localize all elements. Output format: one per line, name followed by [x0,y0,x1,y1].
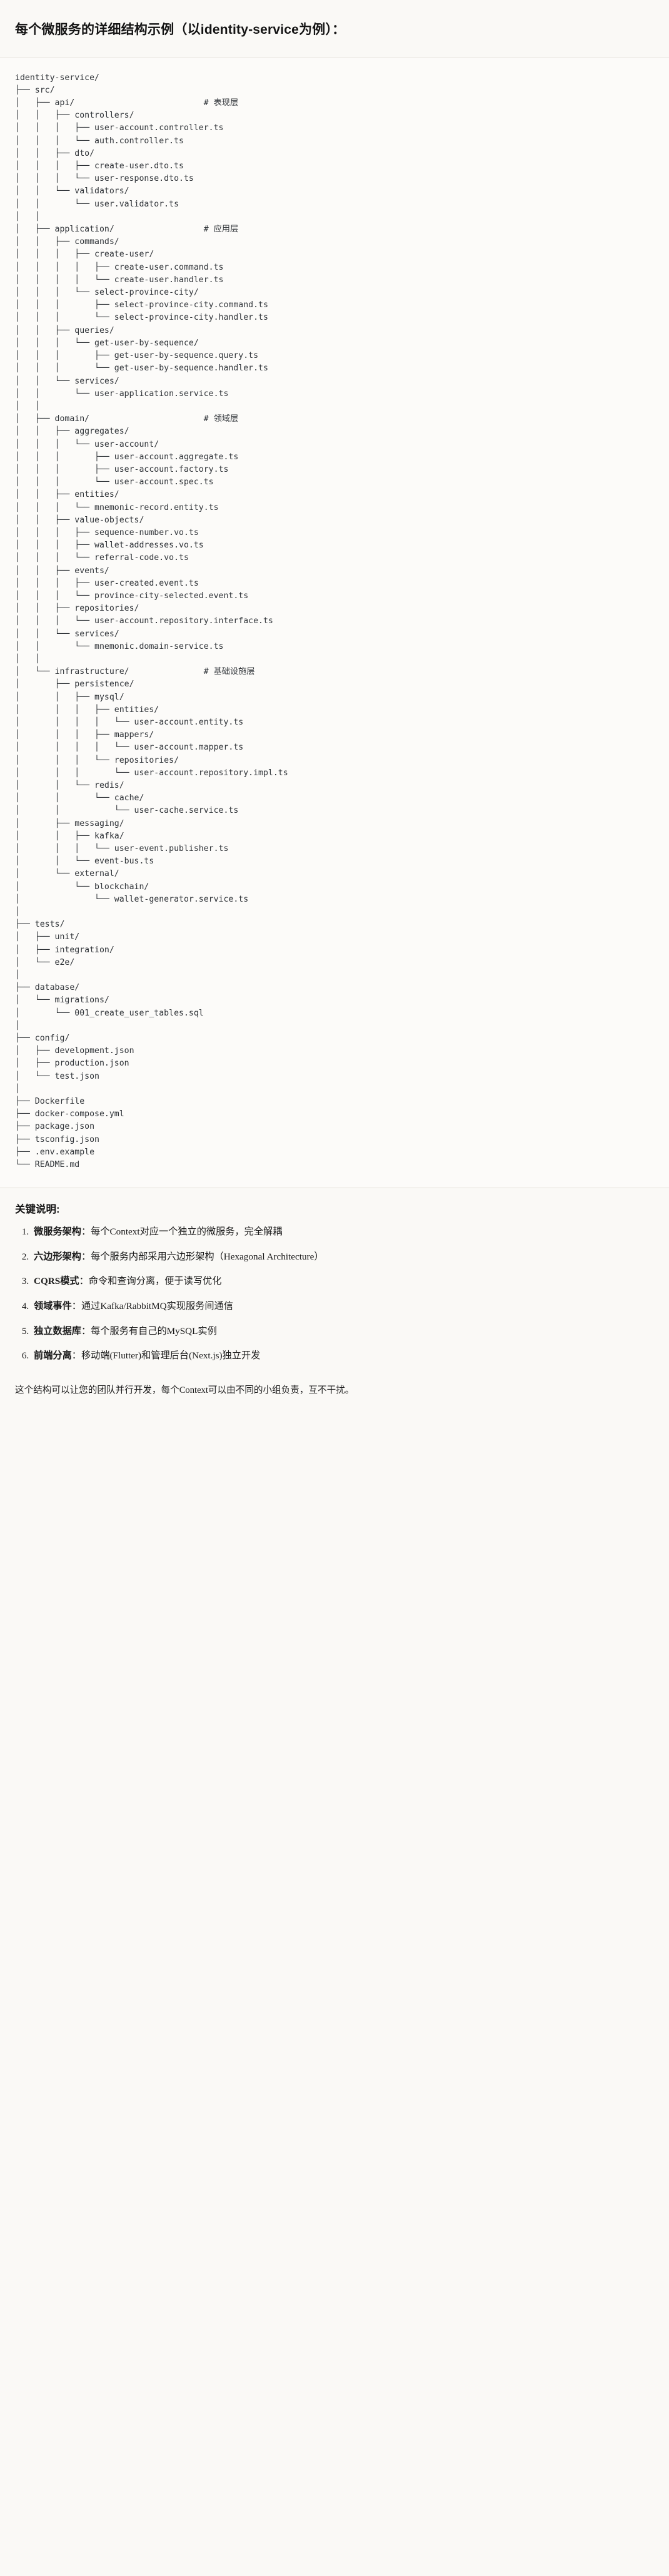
key-notes-title: 关键说明: [15,1204,60,1216]
list-item: 领域事件：通过Kafka/RabbitMQ实现服务间通信 [31,1299,654,1314]
closing-paragraph: 这个结构可以让您的团队并行开发，每个Context可以由不同的小组负责，互不干扰… [15,1385,355,1395]
list-item: CQRS模式：命令和查询分离，便于读写优化 [31,1274,654,1289]
directory-tree: identity-service/ ├── src/ │ ├── api/ # … [15,73,288,1170]
page-title: 每个微服务的详细结构示例（以identity-service为例）： [15,23,346,38]
note-term: 微服务架构 [34,1226,81,1238]
note-separator: ： [81,1325,91,1336]
key-notes-section: 关键说明: 微服务架构：每个Context对应一个独立的微服务，完全解耦 六边形… [0,1188,669,1378]
note-body: 移动端(Flutter)和管理后台(Next.js)独立开发 [81,1350,261,1362]
list-item: 前端分离：移动端(Flutter)和管理后台(Next.js)独立开发 [31,1348,654,1363]
note-separator: ： [81,1251,91,1262]
note-separator: ： [71,1350,81,1362]
note-body: 通过Kafka/RabbitMQ实现服务间通信 [81,1300,233,1311]
note-body: 每个服务有自己的MySQL实例 [91,1325,217,1336]
note-separator: ： [81,1226,91,1238]
note-body: 命令和查询分离，便于读写优化 [88,1276,222,1287]
note-body: 每个服务内部采用六边形架构（Hexagonal Architecture） [91,1251,324,1262]
list-item: 微服务架构：每个Context对应一个独立的微服务，完全解耦 [31,1224,654,1240]
note-body: 每个Context对应一个独立的微服务，完全解耦 [91,1226,283,1238]
list-item: 六边形架构：每个服务内部采用六边形架构（Hexagonal Architectu… [31,1250,654,1265]
directory-tree-block: identity-service/ ├── src/ │ ├── api/ # … [0,58,669,1188]
note-separator: ： [71,1300,81,1311]
note-term: 独立数据库 [34,1325,81,1336]
list-item: 独立数据库：每个服务有自己的MySQL实例 [31,1324,654,1339]
document-page: 每个微服务的详细结构示例（以identity-service为例）： ident… [0,9,669,1414]
key-notes-list: 微服务架构：每个Context对应一个独立的微服务，完全解耦 六边形架构：每个服… [15,1224,654,1363]
note-term: 六边形架构 [34,1251,81,1262]
note-term: 领域事件 [34,1300,72,1311]
note-term: 前端分离 [34,1350,72,1362]
note-term: CQRS模式 [34,1276,79,1287]
note-separator: ： [79,1276,89,1287]
